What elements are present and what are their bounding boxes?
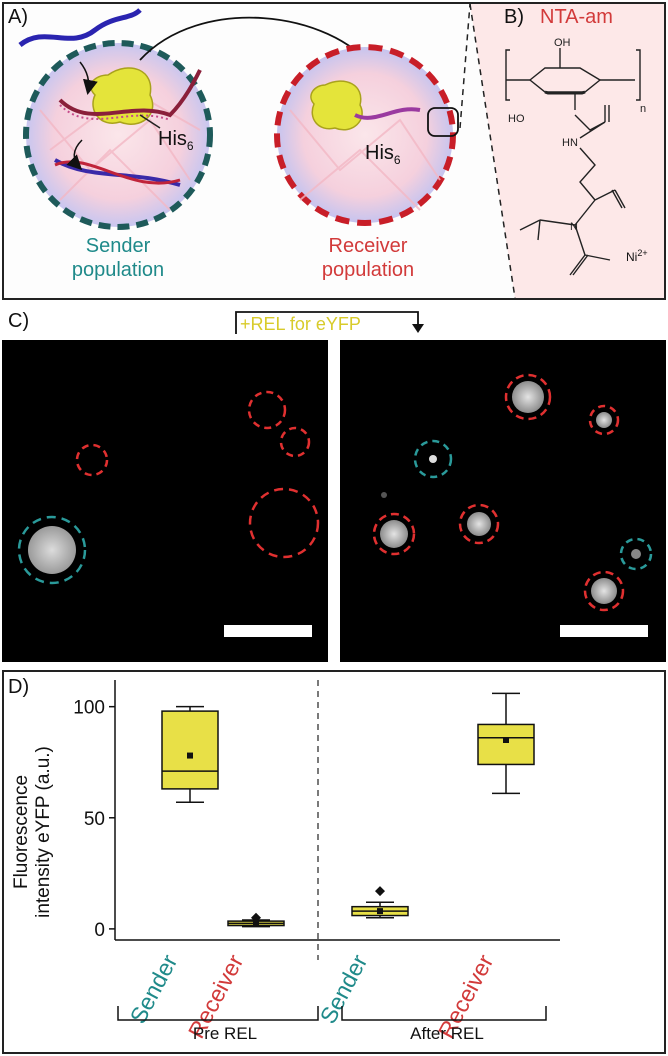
sender-line1: Sender <box>85 235 151 257</box>
panel-c-label: C) <box>8 310 30 332</box>
b-n-atom: N <box>570 221 578 233</box>
panel-ab-illustration <box>18 3 664 299</box>
b-n: n <box>640 103 646 115</box>
y-axis-label-line1: Fluorescence <box>11 774 32 890</box>
mean-marker <box>377 908 383 915</box>
bracket-after <box>341 1006 547 1021</box>
group-label-after: After REL <box>410 1024 484 1043</box>
his-tag-left-sub: 6 <box>186 139 194 153</box>
scalebar-pre <box>224 625 312 637</box>
x-category-label: Sender <box>315 950 373 1028</box>
y-axis-label: Fluorescence intensity eYFP (a.u.) <box>8 700 58 950</box>
rel-arrow-label: +REL for eYFP <box>240 314 361 334</box>
panel-a-label: A) <box>8 6 28 28</box>
panel-b-label: B) <box>504 6 524 28</box>
sender-circle-pre <box>17 515 87 585</box>
his-tag-right-text: His <box>365 142 394 164</box>
bracket-pre <box>117 1006 319 1021</box>
dna-strand <box>18 8 142 48</box>
rel-arrow <box>235 311 424 334</box>
panel-b-pink-bg <box>470 4 664 298</box>
y-tick-label: 0 <box>94 920 105 941</box>
his-tag-left-text: His <box>158 128 187 150</box>
outlier-point <box>375 886 385 897</box>
b-oh: OH <box>554 37 571 49</box>
receiver-line2: population <box>321 259 415 281</box>
panel-d <box>2 670 666 1054</box>
receiver-population-label: Receiver population <box>298 234 438 282</box>
sender-line2: population <box>71 259 165 281</box>
zoom-line-top <box>469 3 516 299</box>
x-category-label: Sender <box>125 950 183 1028</box>
his-tag-left: His6 <box>158 128 194 153</box>
b-hn: HN <box>562 137 578 149</box>
receiver-line1: Receiver <box>328 235 408 257</box>
sender-population-label: Sender population <box>58 234 178 282</box>
outlier-point <box>251 912 261 923</box>
micrograph-after <box>340 340 666 662</box>
sender-vesicle <box>23 40 213 230</box>
ni-charge: 2+ <box>637 248 648 258</box>
panel-d-label: D) <box>8 676 30 698</box>
protein-blob-right <box>310 80 363 131</box>
ni-ion: Ni2+ <box>626 248 648 264</box>
y-tick-label: 100 <box>73 698 105 719</box>
y-axis-label-line2: intensity eYFP (a.u.) <box>33 746 54 918</box>
box <box>161 710 219 790</box>
box <box>477 723 535 766</box>
micrograph-pre <box>2 340 328 662</box>
zoom-line <box>459 3 471 129</box>
mean-marker <box>503 737 509 743</box>
his-tag-right: His6 <box>365 142 401 167</box>
nta-am-structure: OH HO n HN N <box>505 37 646 276</box>
his-tag-right-sub: 6 <box>393 153 401 167</box>
panel-b-title: NTA-am <box>540 6 613 28</box>
ni-text: Ni <box>626 250 638 264</box>
b-ho: HO <box>508 113 525 125</box>
y-tick-label: 50 <box>84 809 105 830</box>
mean-marker <box>187 752 193 759</box>
mean-marker <box>253 920 259 927</box>
group-label-pre: Pre REL <box>192 1024 258 1043</box>
receiver-vesicle <box>274 44 459 226</box>
scalebar-after <box>560 625 648 637</box>
